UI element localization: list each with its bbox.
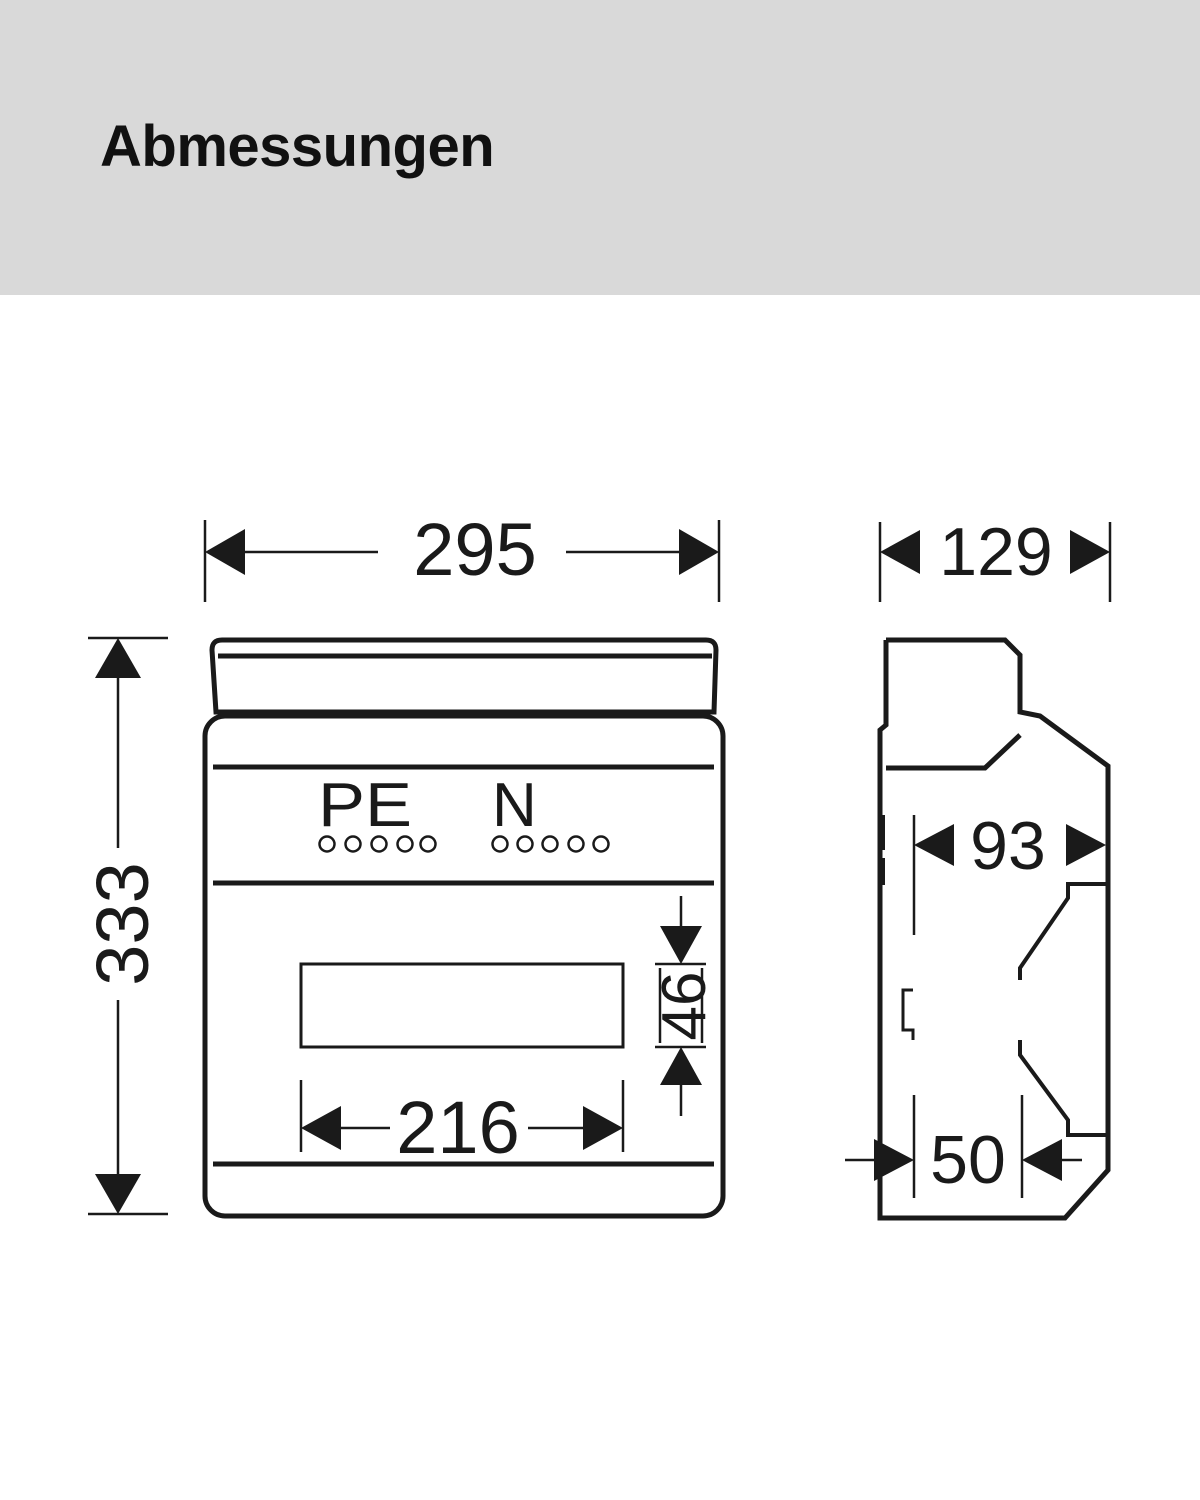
terminal-n-label: N [492,771,537,840]
window-height-label: 46 [650,972,719,1041]
page-title: Abmessungen [100,114,495,179]
inner-depth-label: 93 [970,808,1046,884]
enclosure-lid-outline [209,637,719,715]
arrowhead-left [880,530,920,574]
width-label: 295 [413,508,536,591]
width-dimension [203,520,721,602]
inner-frame-lower [1018,1040,1106,1137]
viewing-window [299,962,625,1049]
arrowhead-left [1022,1139,1062,1181]
arrowhead-right [1070,530,1110,574]
window-height-dimension [655,896,706,1116]
terminal-pe-label: PE [318,771,412,840]
inner-depth-dimension [912,815,1106,935]
pe-terminal-holes [318,835,437,853]
enclosure-body-outline [202,713,726,1219]
arrowhead-up [660,1047,702,1085]
arrowhead-down [95,1174,141,1214]
arrowhead-right [679,529,719,575]
din-rail-clip [901,988,915,1040]
inner-frame-upper [1018,882,1106,980]
height-label: 333 [81,862,164,985]
arrowhead-right [874,1139,914,1181]
height-dimension [88,636,168,1216]
lid-bevel-line [886,733,1022,771]
window-width-dimension [299,1080,625,1152]
side-view [877,637,1111,1221]
arrowhead-left [301,1106,341,1150]
header-banner: Abmessungen [0,0,1200,295]
arrowhead-left [914,824,954,866]
depth-dimension [878,522,1112,602]
arrowhead-up [95,638,141,678]
rail-offset-label: 50 [930,1122,1006,1198]
n-terminal-holes [491,835,610,853]
side-profile-outline [877,637,1111,1221]
front-view [202,637,726,1219]
depth-label: 129 [939,514,1052,590]
arrowhead-right [1066,824,1106,866]
arrowhead-left [205,529,245,575]
arrowhead-right [583,1106,623,1150]
arrowhead-down [660,926,702,964]
window-width-label: 216 [396,1086,519,1169]
rail-offset-dimension [845,1095,1082,1198]
